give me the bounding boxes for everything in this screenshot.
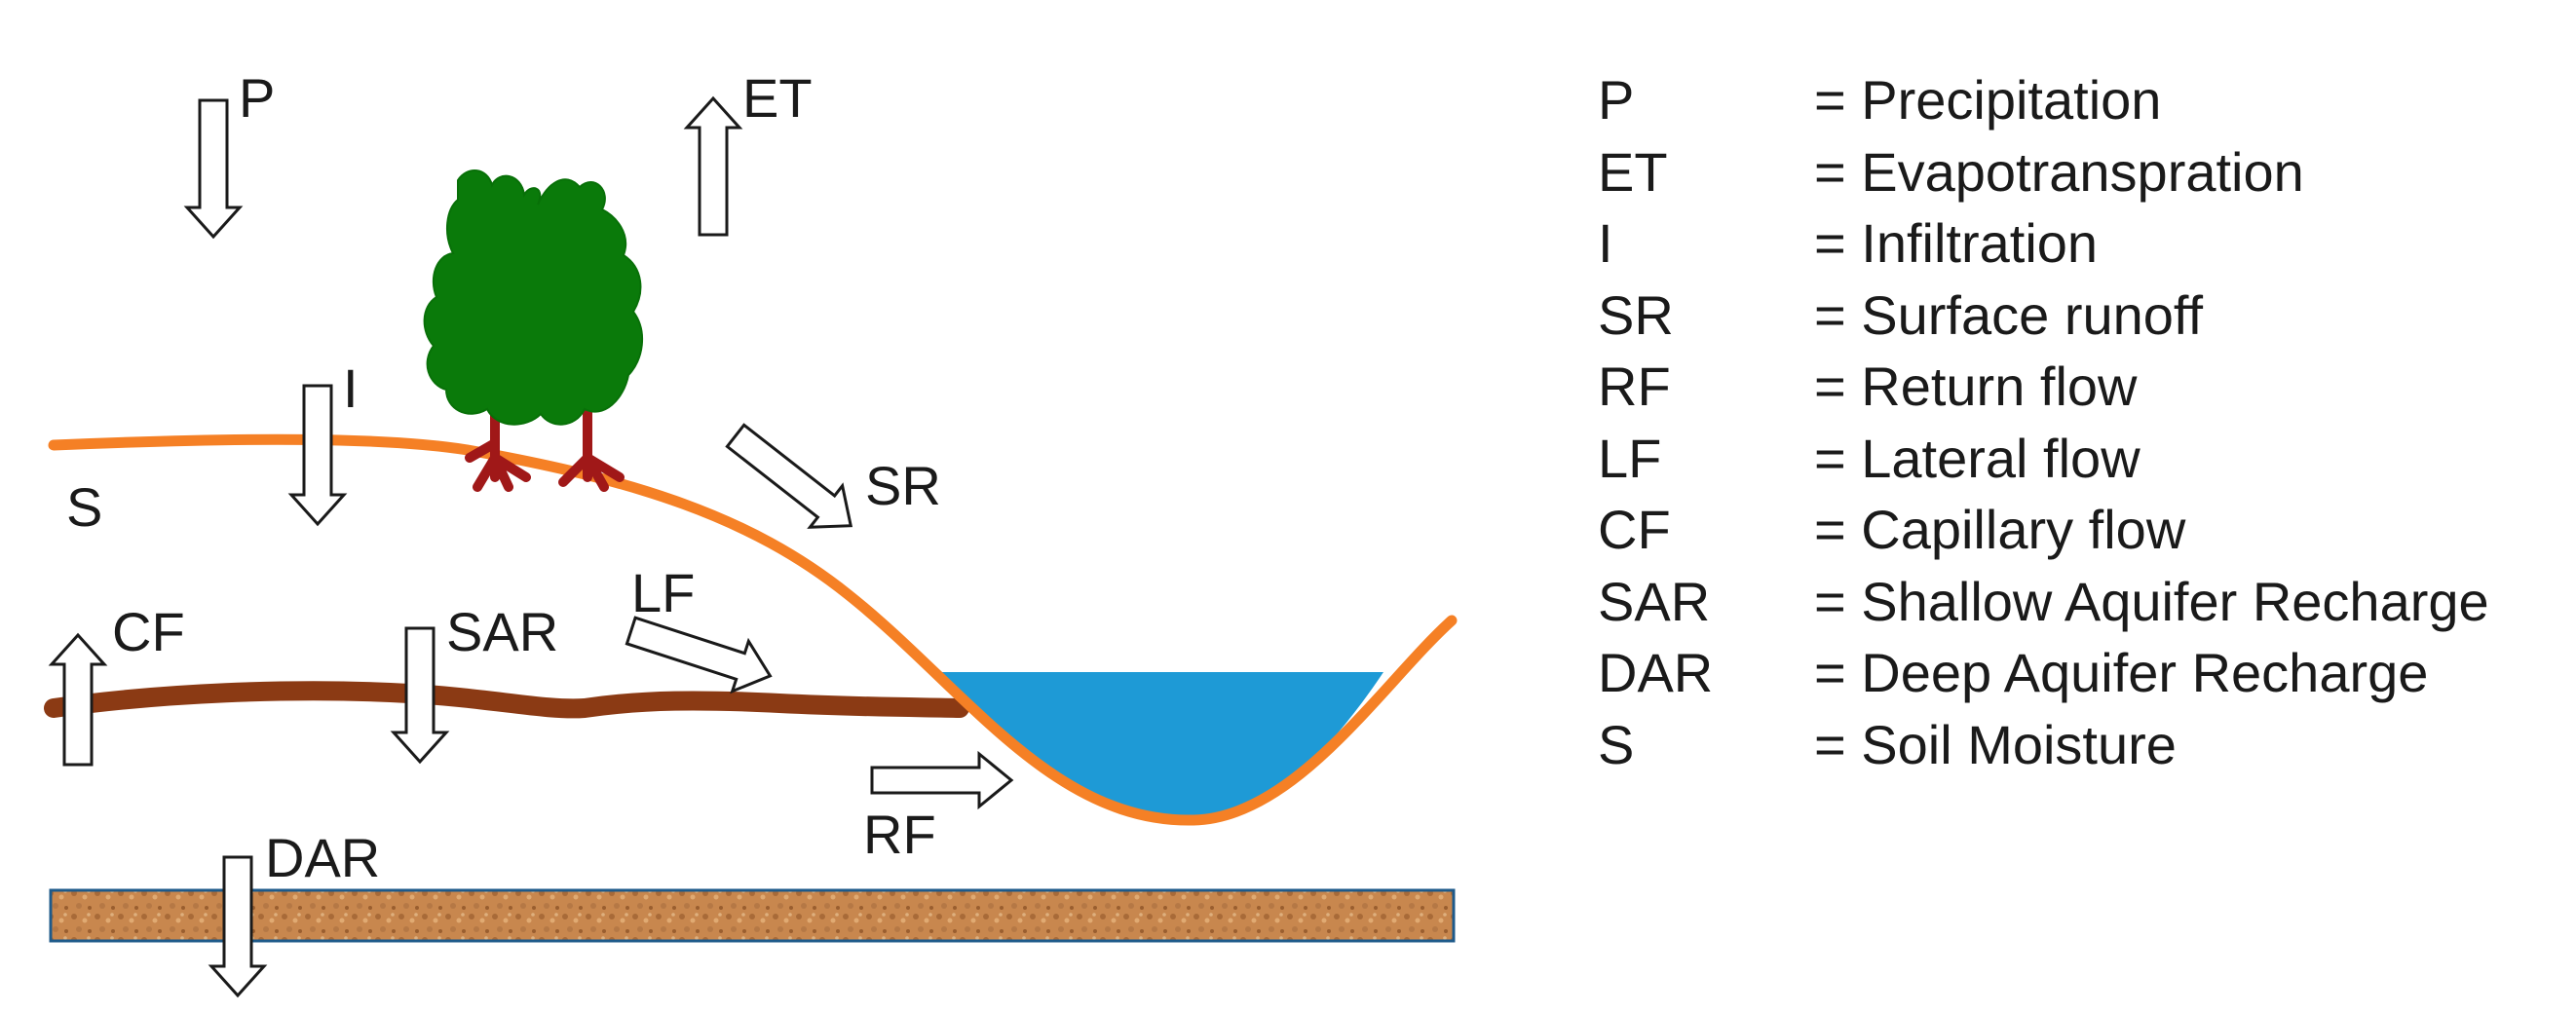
legend-desc: = Capillary flow bbox=[1814, 499, 2186, 561]
legend-abbr: P bbox=[1598, 69, 1635, 131]
ground-surface-line bbox=[48, 433, 1458, 826]
legend-abbr: I bbox=[1598, 212, 1613, 275]
legend-row: S = Soil Moisture bbox=[1598, 709, 2489, 781]
legend-desc: = Deep Aquifer Recharge bbox=[1814, 642, 2429, 704]
precipitation-arrow bbox=[183, 98, 244, 240]
legend-abbr: ET bbox=[1598, 140, 1668, 203]
legend: P = Precipitation ET = Evapotranspration… bbox=[1598, 64, 2489, 780]
label-sr: SR bbox=[865, 455, 941, 516]
legend-abbr: S bbox=[1598, 713, 1635, 775]
deep-aquifer-recharge-arrow bbox=[208, 855, 268, 998]
legend-row: CF = Capillary flow bbox=[1598, 494, 2489, 566]
water-body bbox=[938, 672, 1383, 821]
label-rf: RF bbox=[863, 804, 936, 865]
legend-row: P = Precipitation bbox=[1598, 64, 2489, 136]
legend-desc: = Soil Moisture bbox=[1814, 713, 2177, 775]
legend-desc: = Evapotranspration bbox=[1814, 140, 2304, 203]
legend-desc: = Return flow bbox=[1814, 356, 2138, 418]
legend-desc: = Lateral flow bbox=[1814, 427, 2140, 489]
legend-abbr: CF bbox=[1598, 499, 1671, 561]
surface-runoff-arrow bbox=[725, 423, 853, 529]
infiltration-arrow bbox=[287, 384, 348, 527]
capillary-flow-arrow bbox=[48, 632, 108, 767]
evapotranspiration-arrow bbox=[683, 95, 743, 237]
label-p: P bbox=[239, 67, 275, 129]
label-s: S bbox=[66, 476, 102, 538]
legend-desc: = Infiltration bbox=[1814, 212, 2099, 275]
legend-row: DAR = Deep Aquifer Recharge bbox=[1598, 637, 2489, 709]
lateral-flow-arrow bbox=[625, 616, 773, 694]
legend-row: RF = Return flow bbox=[1598, 351, 2489, 423]
legend-abbr: SAR bbox=[1598, 570, 1711, 632]
tree-trunk-left bbox=[465, 394, 531, 492]
legend-row: SR = Surface runoff bbox=[1598, 280, 2489, 352]
legend-abbr: RF bbox=[1598, 356, 1671, 418]
shallow-aquifer-layer bbox=[44, 681, 969, 719]
legend-row: LF = Lateral flow bbox=[1598, 423, 2489, 495]
legend-row: ET = Evapotranspration bbox=[1598, 136, 2489, 208]
tree-trunk-right bbox=[558, 394, 625, 492]
tree-foliage bbox=[423, 169, 644, 426]
legend-abbr: LF bbox=[1598, 427, 1662, 489]
legend-desc: = Surface runoff bbox=[1814, 283, 2203, 346]
label-dar: DAR bbox=[265, 827, 380, 888]
legend-row: I = Infiltration bbox=[1598, 207, 2489, 280]
label-i: I bbox=[343, 357, 359, 419]
legend-abbr: SR bbox=[1598, 283, 1674, 346]
return-flow-arrow bbox=[870, 750, 1014, 810]
legend-row: SAR = Shallow Aquifer Recharge bbox=[1598, 566, 2489, 638]
legend-desc: = Shallow Aquifer Recharge bbox=[1814, 570, 2489, 632]
trees bbox=[423, 169, 644, 492]
label-sar: SAR bbox=[446, 601, 558, 662]
legend-abbr: DAR bbox=[1598, 642, 1714, 704]
label-et: ET bbox=[742, 67, 813, 129]
bedrock-layer bbox=[49, 888, 1456, 943]
legend-desc: = Precipitation bbox=[1814, 69, 2162, 131]
label-cf: CF bbox=[112, 601, 185, 662]
shallow-aquifer-recharge-arrow bbox=[390, 626, 450, 765]
label-lf: LF bbox=[631, 562, 695, 623]
